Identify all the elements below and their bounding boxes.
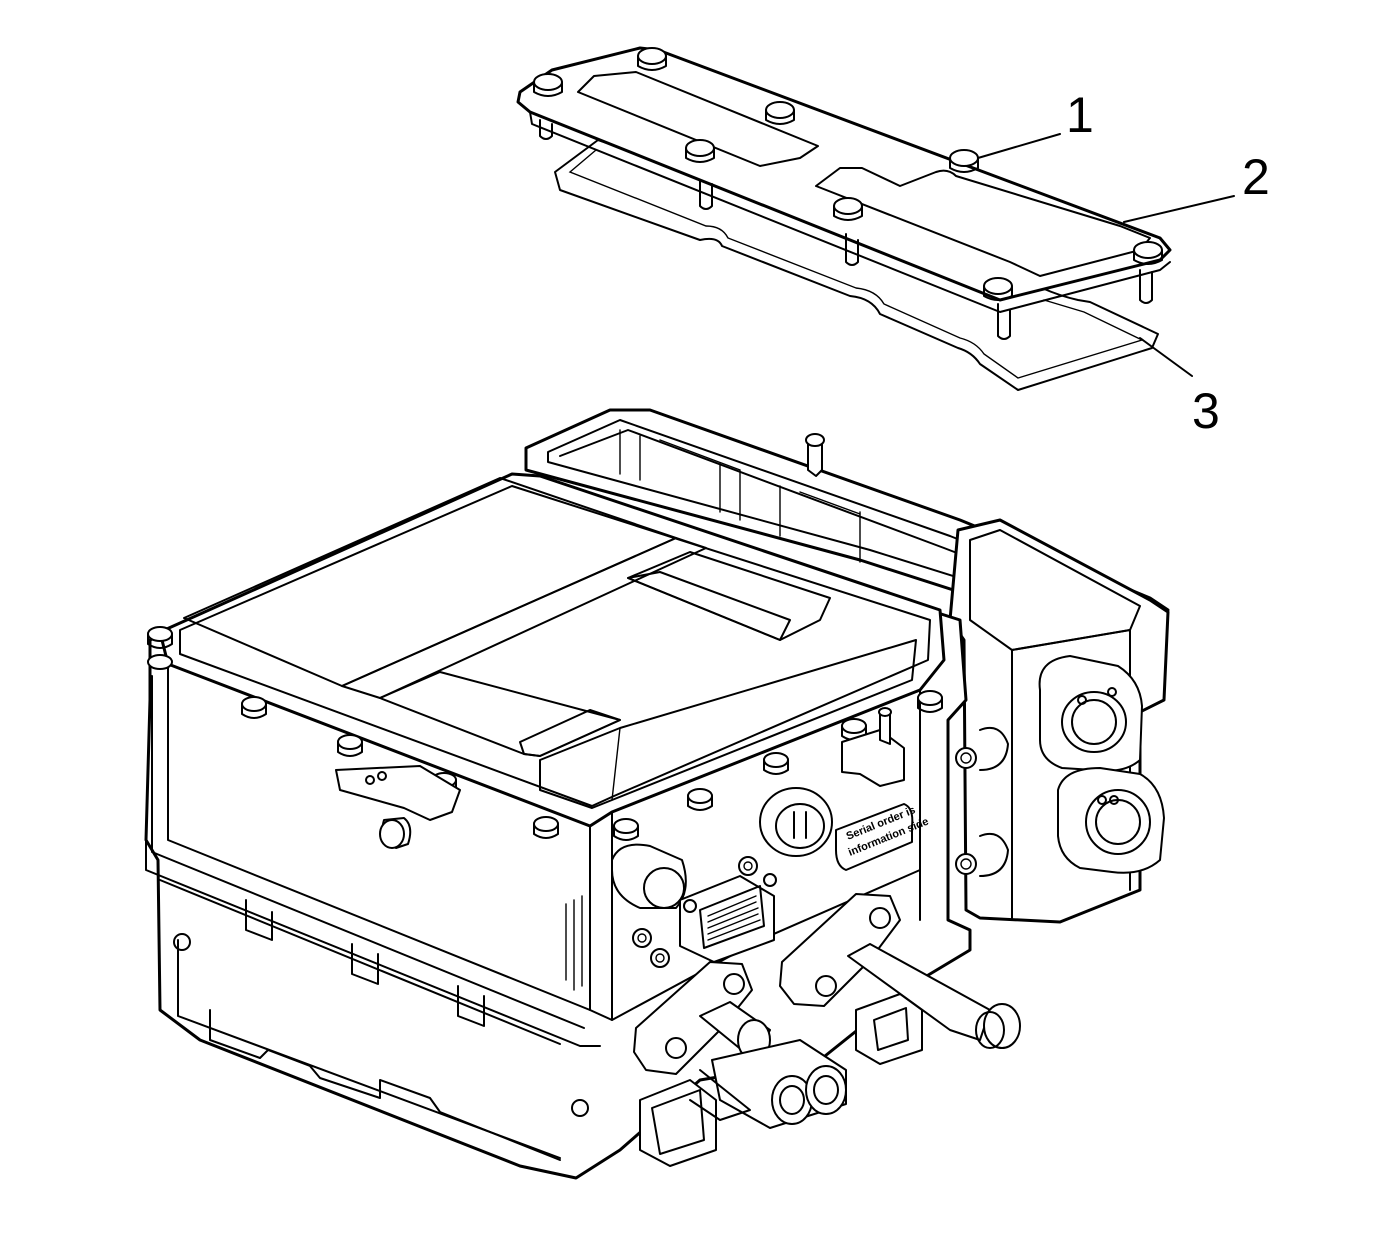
coolant-port-lower bbox=[1057, 767, 1165, 874]
coolant-elbow bbox=[611, 843, 687, 909]
callouts: 1 2 3 bbox=[977, 87, 1270, 439]
cover-assembly bbox=[516, 46, 1172, 391]
face-bolt bbox=[632, 928, 652, 948]
case-bolt bbox=[147, 626, 173, 649]
aux-bolt bbox=[955, 853, 977, 875]
bolt bbox=[949, 149, 979, 173]
cover-studs bbox=[539, 119, 1153, 340]
hv-bracket bbox=[841, 707, 905, 787]
bolt bbox=[685, 139, 715, 163]
callout-2: 2 bbox=[1123, 149, 1270, 223]
aux-bolt bbox=[955, 747, 977, 769]
case-bolt bbox=[533, 816, 559, 839]
auxiliary-housing bbox=[948, 518, 1170, 924]
signal-connector bbox=[679, 873, 777, 963]
power-module: Serial order is information side bbox=[144, 408, 1170, 1180]
mounting-bracket bbox=[335, 765, 461, 849]
case-bolt bbox=[763, 752, 789, 775]
coolant-port-upper bbox=[1038, 655, 1143, 772]
callout-label-3: 3 bbox=[1192, 383, 1220, 439]
bolt bbox=[833, 197, 863, 221]
case-bolt bbox=[687, 788, 713, 811]
cover-bolts bbox=[533, 47, 1163, 301]
resolver-port bbox=[759, 787, 833, 857]
callout-1: 1 bbox=[977, 87, 1094, 159]
callout-3: 3 bbox=[1139, 337, 1220, 439]
callout-label-1: 1 bbox=[1066, 87, 1094, 143]
bolt bbox=[765, 101, 795, 125]
case-bolt bbox=[613, 818, 639, 841]
bolt bbox=[637, 47, 667, 71]
right-plug bbox=[855, 993, 923, 1065]
bolt bbox=[1133, 241, 1163, 265]
face-bolt bbox=[650, 948, 670, 968]
cover-gasket bbox=[554, 139, 1159, 391]
callout-label-2: 2 bbox=[1242, 149, 1270, 205]
bolt bbox=[533, 73, 563, 97]
case-bolt bbox=[917, 690, 943, 713]
case-bolt bbox=[337, 734, 363, 757]
hv-connectors bbox=[633, 893, 1021, 1167]
case-bolt bbox=[147, 654, 173, 670]
main-case: Serial order is information side bbox=[144, 472, 972, 1180]
bolt bbox=[983, 277, 1013, 301]
cover-plate bbox=[516, 46, 1172, 340]
face-bolt bbox=[738, 856, 758, 876]
case-bolt bbox=[241, 696, 267, 719]
